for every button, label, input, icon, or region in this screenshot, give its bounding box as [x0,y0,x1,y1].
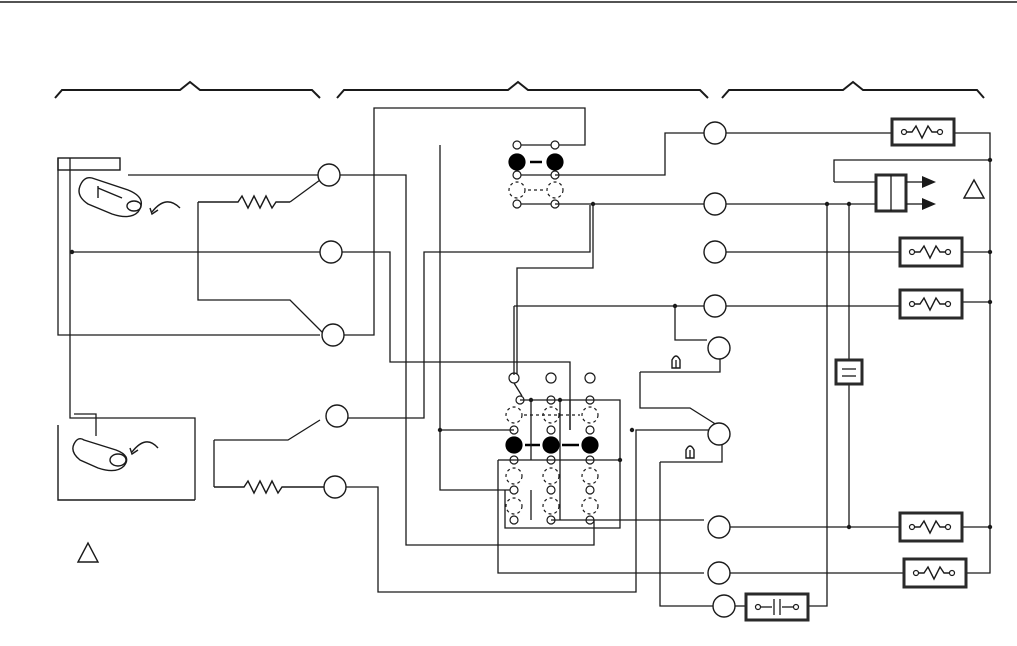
terminal-l2 [320,241,342,263]
load-box-1 [892,119,954,145]
terminal-r1 [704,122,726,144]
switch-matrix-top [440,133,704,490]
terminal-l5 [324,476,346,498]
terminal-r6 [708,423,730,445]
switch-matrix-bottom [438,304,707,573]
note-triangle-right [964,180,984,198]
terminal-column-left [318,164,348,498]
load-box-5 [904,559,966,587]
load-box-4 [900,513,962,541]
terminal-r4 [704,295,726,317]
terminal-r9 [713,595,735,617]
load-box-3 [900,290,962,318]
terminal-r2 [704,193,726,215]
section-brace-center [337,82,708,98]
upper-toggle-switch [58,158,180,217]
resistor-upper [198,196,290,208]
section-brace-right [722,82,984,98]
contact-box [746,594,808,620]
note-triangle-left [78,543,98,562]
terminal-l1 [318,164,340,186]
load-box-2 [900,238,962,266]
section-brace-left [55,82,320,98]
motor-symbol [876,175,936,211]
terminal-l3 [322,324,344,346]
terminal-l4 [326,405,348,427]
capacitor-box [836,360,862,384]
terminal-r8 [708,562,730,584]
sensor-upper [640,355,720,425]
resistor-lower [214,481,325,493]
lower-toggle-switch [58,425,195,500]
terminal-r3 [704,241,726,263]
terminal-r5 [708,337,730,359]
terminal-r7 [708,516,730,538]
